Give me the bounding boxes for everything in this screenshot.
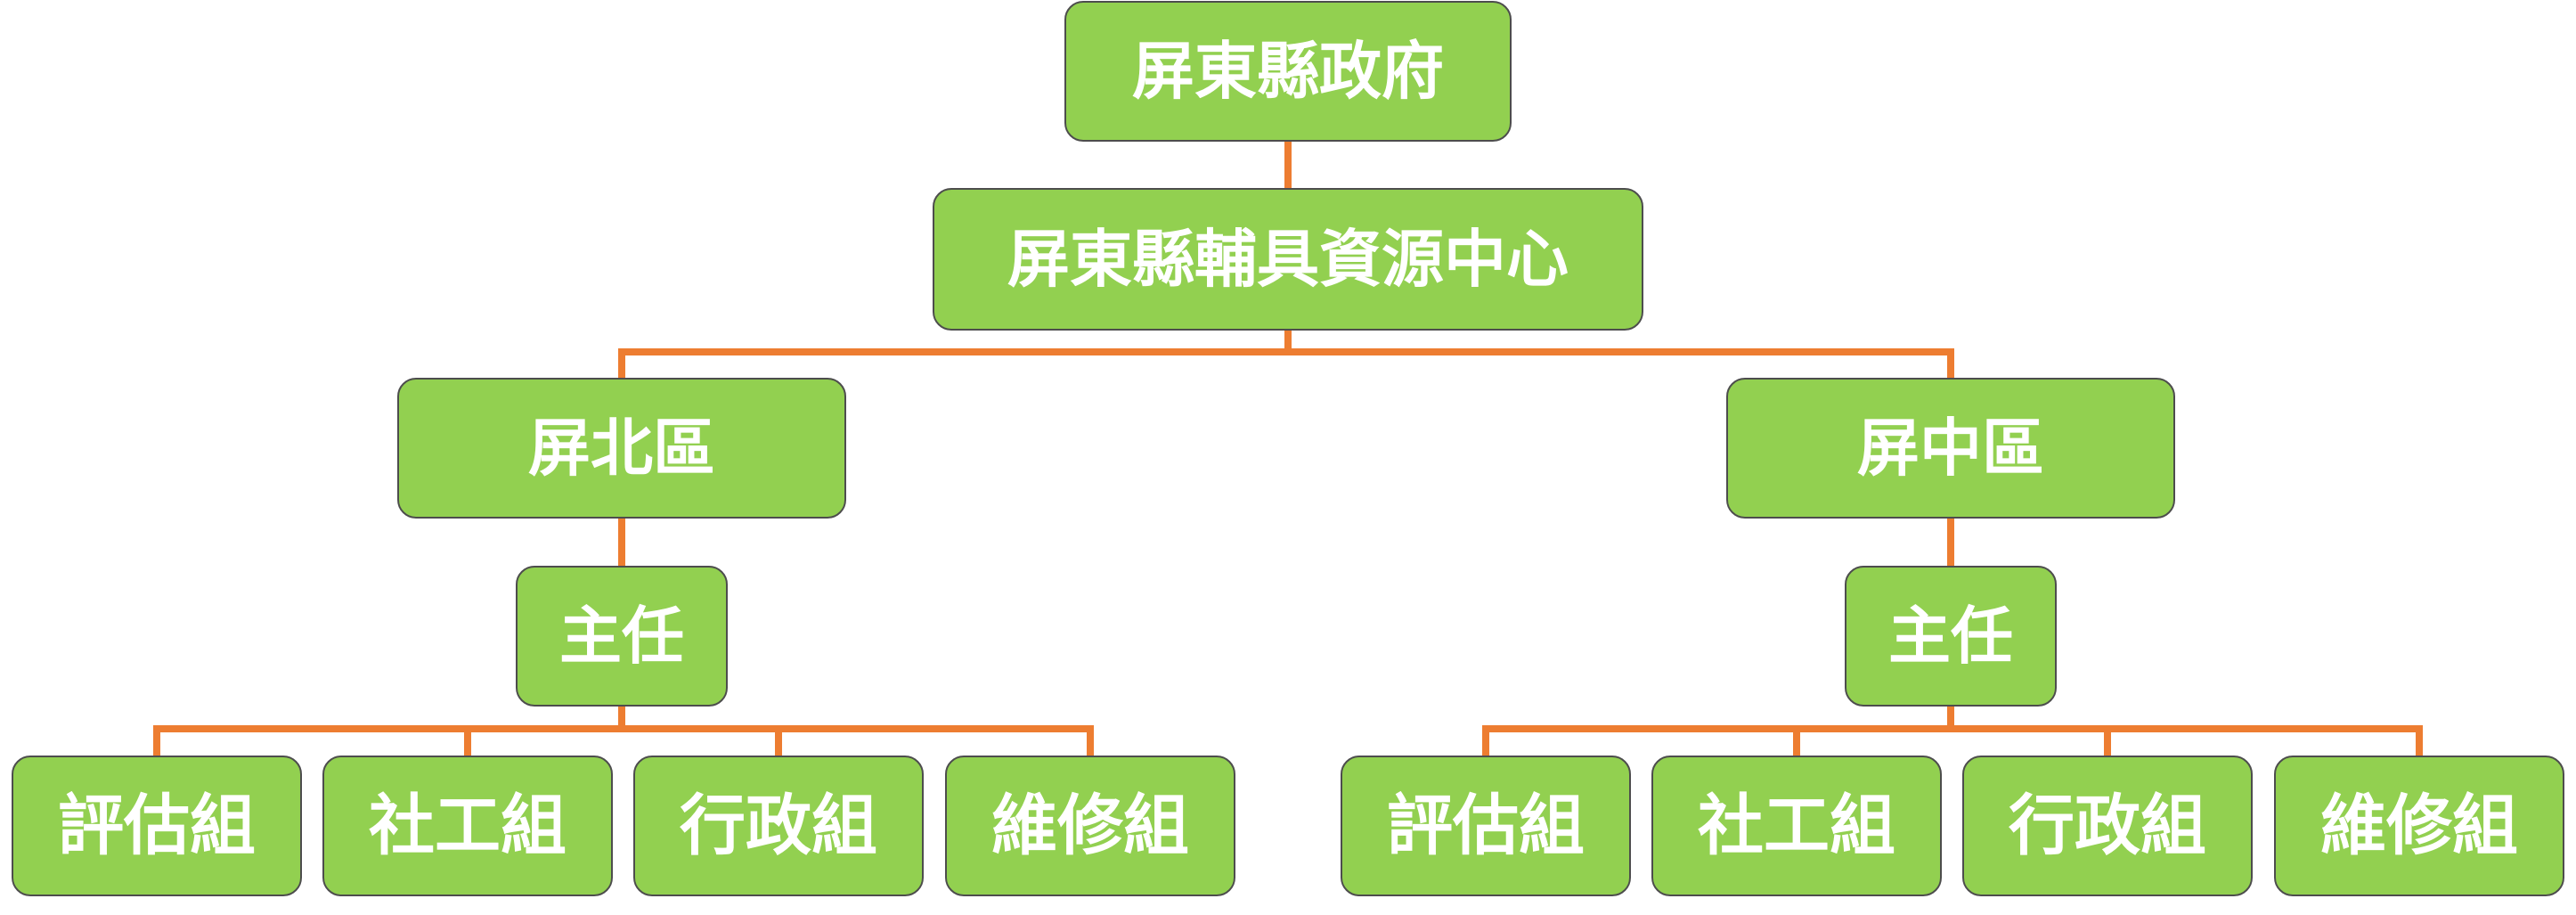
node-north-group-1: 評估組 xyxy=(12,756,302,896)
node-north-group-2-label: 社工組 xyxy=(369,788,567,864)
node-north-group-3: 行政組 xyxy=(633,756,924,896)
node-central-group-3-label: 行政組 xyxy=(2009,788,2206,864)
node-north-group-3-label: 行政組 xyxy=(680,788,877,864)
node-north-director-label: 主任 xyxy=(559,600,684,673)
node-government: 屏東縣政府 xyxy=(1064,1,1512,142)
node-central: 屏中區 xyxy=(1726,378,2175,519)
connectors xyxy=(153,137,2423,760)
node-north-group-4-label: 維修組 xyxy=(991,788,1189,864)
node-north: 屏北區 xyxy=(397,378,846,519)
node-north-director: 主任 xyxy=(516,566,728,707)
node-center-label: 屏東縣輔具資源中心 xyxy=(1007,223,1569,296)
node-central-group-2-label: 社工組 xyxy=(1698,788,1895,864)
node-central-director: 主任 xyxy=(1845,566,2057,707)
node-central-label: 屏中區 xyxy=(1857,412,2044,485)
node-central-group-1: 評估組 xyxy=(1341,756,1631,896)
node-north-group-4: 維修組 xyxy=(945,756,1235,896)
node-central-group-3: 行政組 xyxy=(1962,756,2253,896)
node-north-label: 屏北區 xyxy=(528,412,715,485)
node-central-group-4: 維修組 xyxy=(2274,756,2564,896)
node-north-group-2: 社工組 xyxy=(322,756,613,896)
node-center: 屏東縣輔具資源中心 xyxy=(933,188,1643,331)
node-central-director-label: 主任 xyxy=(1888,600,2013,673)
node-central-group-4-label: 維修組 xyxy=(2320,788,2518,864)
node-central-group-1-label: 評估組 xyxy=(1387,788,1585,864)
node-central-group-2: 社工組 xyxy=(1651,756,1942,896)
node-government-label: 屏東縣政府 xyxy=(1132,35,1444,108)
node-north-group-1-label: 評估組 xyxy=(58,788,256,864)
